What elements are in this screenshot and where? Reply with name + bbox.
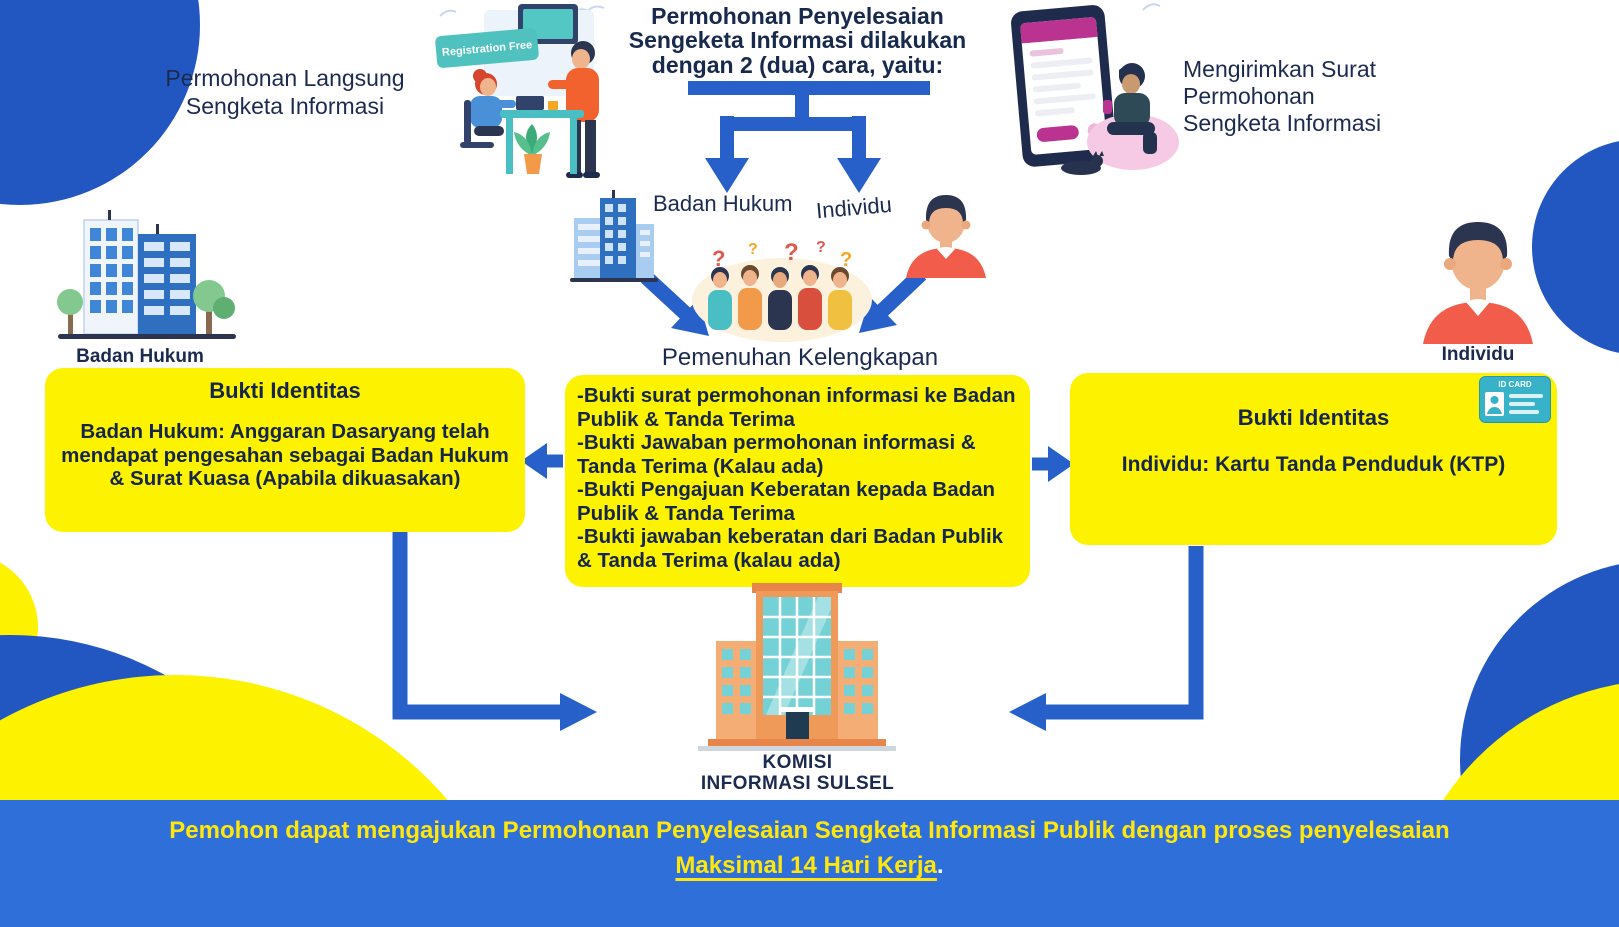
svg-text:?: ? [748, 241, 758, 258]
badan-hukum-box-title: Bukti Identitas [209, 378, 361, 403]
direct-request-line-2: Sengketa Informasi [185, 93, 385, 120]
footer-text-line-1: Pemohon dapat mengajukan Permohonan Peny… [169, 817, 1450, 844]
individu-identity-box: ID CARD Bukti Identitas Individu: Kartu … [1070, 373, 1557, 545]
badan-hukum-box-body: Badan Hukum: Anggaran Dasaryang telah me… [61, 420, 509, 491]
individu-person-illustration [1423, 222, 1533, 344]
footer-banner: Pemohon dapat mengajukan Permohonan Peny… [0, 800, 1619, 927]
id-card-icon: ID CARD [1479, 376, 1551, 423]
footer-text-line-2: Maksimal 14 Hari Kerja. [0, 852, 1619, 880]
branch-label-badan-hukum: Badan Hukum [653, 191, 793, 216]
badan-hukum-caption: Badan Hukum [76, 346, 204, 367]
requirement-item: -Bukti surat permohonan informasi ke Bad… [577, 384, 1016, 431]
page-title: Permohonan Penyelesaian Sengeketa Inform… [605, 3, 990, 78]
svg-text:?: ? [784, 239, 799, 266]
direct-request-label: Permohonan Langsung Sengketa Informasi [150, 64, 420, 120]
badan-hukum-building-illustration [57, 210, 236, 339]
small-person-icon [906, 195, 986, 278]
komisi-caption-line-2: INFORMASI SULSEL [700, 773, 895, 795]
individu-box-body: Individu: Kartu Tanda Penduduk (KTP) [1121, 453, 1506, 476]
komisi-caption: KOMISI INFORMASI SULSEL [660, 752, 935, 795]
komisi-building-illustration [698, 583, 896, 751]
decorative-circle-right-blue [1532, 139, 1619, 355]
mail-request-line-3: Sengketa Informasi [1183, 110, 1382, 137]
svg-text:?: ? [712, 246, 725, 271]
requirement-item: -Bukti Pengajuan Keberatan kepada Badan … [577, 478, 996, 525]
title-line-1: Permohonan Penyelesaian [651, 3, 944, 29]
id-card-label: ID CARD [1498, 380, 1532, 389]
requirement-item: -Bukti jawaban keberatan dari Badan Publ… [577, 525, 1004, 572]
title-line-3: dengan 2 (dua) cara, yaitu: [651, 51, 944, 78]
group-discussion-illustration: ? ? ? ? ? [692, 239, 872, 342]
svg-text:?: ? [840, 249, 852, 271]
individu-box-title: Bukti Identitas [1237, 405, 1390, 430]
badan-hukum-identity-box: Bukti Identitas Badan Hukum: Anggaran Da… [45, 368, 525, 532]
mail-form-illustration [1011, 3, 1179, 175]
mail-request-line-1: Mengirimkan Surat [1183, 56, 1377, 82]
requirements-box: -Bukti surat permohonan informasi ke Bad… [565, 375, 1030, 587]
small-building-icon [570, 190, 658, 282]
requirement-item: -Bukti Jawaban permohonan informasi & Ta… [577, 431, 976, 478]
footer-period: . [936, 852, 944, 879]
footer-deadline-text: Maksimal 14 Hari Kerja [675, 852, 937, 879]
komisi-caption-line-1: KOMISI [762, 752, 833, 773]
registration-desk-illustration: Registration Free [435, 4, 605, 178]
section-label-pemenuhan-kelengkapan: Pemenuhan Kelengkapan [661, 344, 939, 371]
mail-request-label: Mengirimkan Surat Permohonan Sengketa In… [1183, 56, 1423, 137]
svg-text:?: ? [816, 239, 826, 256]
direct-request-line-1: Permohonan Langsung [165, 65, 405, 91]
title-line-2: Sengeketa Informasi dilakukan [628, 27, 967, 54]
individu-caption: Individu [1441, 344, 1515, 365]
mail-request-line-2: Permohonan [1183, 83, 1315, 110]
